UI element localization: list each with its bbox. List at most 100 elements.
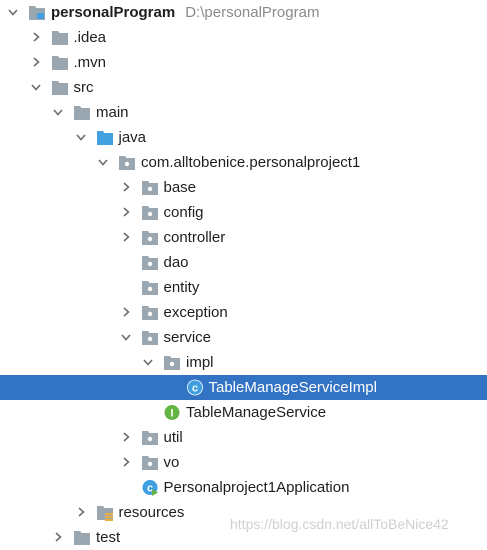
tree-item-text: exception (163, 304, 228, 321)
tree-item-text: controller (163, 229, 226, 246)
tree-item-label: base (164, 178, 197, 197)
package-icon (141, 254, 159, 271)
tree-row[interactable]: personalProgram D:\personalProgram (0, 0, 487, 25)
tree-item-text: base (163, 179, 197, 196)
tree-item-text: config (163, 204, 204, 221)
project-path: D:\personalProgram (185, 4, 320, 21)
chevron-down-icon[interactable] (52, 106, 64, 118)
resources-folder-icon (96, 504, 114, 521)
chevron-down-icon[interactable] (30, 81, 42, 93)
chevron-right-icon[interactable] (120, 306, 132, 318)
tree-row[interactable]: main (0, 100, 487, 125)
tree-item-label: src (74, 78, 94, 97)
tree-item-text: TableManageService (186, 404, 327, 421)
tree-item-label: entity (164, 278, 200, 297)
tree-item-text: resources (118, 504, 185, 521)
tree-item-label: Personalproject1Application (164, 478, 350, 497)
tree-row[interactable]: I TableManageService (0, 400, 487, 425)
java-class-icon: c (186, 379, 204, 396)
tree-row[interactable]: c TableManageServiceImpl (0, 375, 487, 400)
package-icon (141, 279, 159, 296)
tree-row[interactable]: dao (0, 250, 487, 275)
tree-row[interactable]: com.alltobenice.personalproject1 (0, 150, 487, 175)
tree-item-text: impl (186, 354, 214, 371)
tree-item-text: java (118, 129, 147, 146)
chevron-right-icon[interactable] (120, 181, 132, 193)
tree-item-label: resources (119, 503, 185, 522)
tree-row[interactable]: java (0, 125, 487, 150)
svg-text:c: c (191, 383, 197, 395)
watermark: https://blog.csdn.net/allToBeNice42 (230, 516, 449, 532)
tree-row[interactable]: .idea (0, 25, 487, 50)
tree-item-label: config (164, 203, 204, 222)
package-icon (118, 154, 136, 171)
folder-icon (51, 29, 69, 46)
chevron-down-icon[interactable] (7, 6, 19, 18)
tree-item-label: java (119, 128, 147, 147)
chevron-right-icon[interactable] (120, 431, 132, 443)
svg-text:c: c (146, 483, 152, 495)
tree-item-label: .idea (74, 28, 107, 47)
tree-item-label: vo (164, 453, 180, 472)
chevron-down-icon[interactable] (142, 356, 154, 368)
tree-item-label: exception (164, 303, 228, 322)
tree-item-text: personalProgram (51, 4, 176, 21)
chevron-right-icon[interactable] (30, 56, 42, 68)
package-icon (163, 354, 181, 371)
tree-row[interactable]: c Personalproject1Application (0, 475, 487, 500)
package-icon (141, 429, 159, 446)
tree-item-text: main (96, 104, 129, 121)
tree-item-text: service (163, 329, 212, 346)
tree-row[interactable]: base (0, 175, 487, 200)
tree-row[interactable]: config (0, 200, 487, 225)
tree-row[interactable]: resources (0, 500, 487, 525)
tree-item-text: TableManageServiceImpl (208, 379, 377, 396)
chevron-right-icon[interactable] (30, 31, 42, 43)
tree-item-label: main (96, 103, 129, 122)
tree-item-label: .mvn (74, 53, 107, 72)
tree-row[interactable]: vo (0, 450, 487, 475)
tree-item-label: com.alltobenice.personalproject1 (141, 153, 360, 172)
tree-row[interactable]: util (0, 425, 487, 450)
chevron-right-icon[interactable] (120, 206, 132, 218)
tree-row[interactable]: impl (0, 350, 487, 375)
java-interface-icon: I (163, 404, 181, 421)
package-icon (141, 304, 159, 321)
chevron-right-icon[interactable] (120, 456, 132, 468)
project-folder-icon (28, 4, 46, 21)
svg-text:I: I (170, 408, 173, 420)
tree-row[interactable]: controller (0, 225, 487, 250)
chevron-right-icon[interactable] (120, 231, 132, 243)
tree-item-text: .mvn (73, 54, 107, 71)
tree-item-text: dao (163, 254, 189, 271)
tree-row[interactable]: entity (0, 275, 487, 300)
package-icon (141, 229, 159, 246)
chevron-down-icon[interactable] (120, 331, 132, 343)
package-icon (141, 204, 159, 221)
tree-item-text: entity (163, 279, 200, 296)
tree-item-label: impl (186, 353, 214, 372)
tree-item-text: util (163, 429, 183, 446)
folder-icon (73, 104, 91, 121)
chevron-down-icon[interactable] (75, 131, 87, 143)
tree-item-text: com.alltobenice.personalproject1 (141, 154, 361, 171)
tree-item-text: Personalproject1Application (163, 479, 350, 496)
tree-row[interactable]: src (0, 75, 487, 100)
tree-item-text: src (73, 79, 94, 96)
folder-icon (73, 529, 91, 546)
tree-item-label: TableManageServiceImpl (209, 378, 377, 397)
tree-row[interactable]: exception (0, 300, 487, 325)
tree-item-label: personalProgram D:\personalProgram (51, 3, 319, 22)
folder-icon (51, 54, 69, 71)
package-icon (141, 329, 159, 346)
chevron-down-icon[interactable] (97, 156, 109, 168)
tree-item-label: TableManageService (186, 403, 326, 422)
tree-row[interactable]: service (0, 325, 487, 350)
tree-row[interactable]: .mvn (0, 50, 487, 75)
chevron-right-icon[interactable] (52, 531, 64, 543)
tree-item-label: controller (164, 228, 226, 247)
tree-item-text: vo (163, 454, 180, 471)
package-icon (141, 454, 159, 471)
tree-row[interactable]: test (0, 525, 487, 550)
chevron-right-icon[interactable] (75, 506, 87, 518)
